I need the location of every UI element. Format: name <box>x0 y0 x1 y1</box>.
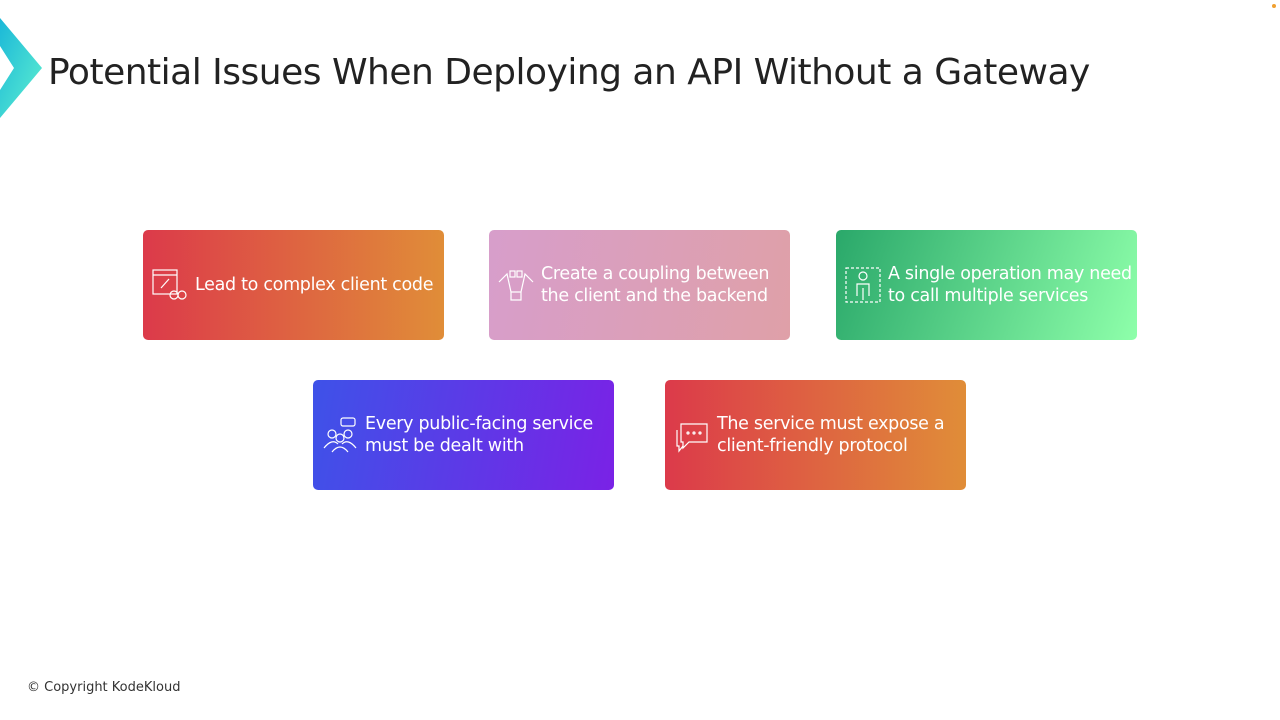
kodekloud-logo-icon <box>0 18 42 118</box>
code-gears-icon <box>152 269 187 300</box>
card-label: A single operation may need to call mult… <box>888 264 1132 306</box>
issue-card-public-services: Every public-facing service must be deal… <box>313 380 614 490</box>
card-label: Create a coupling between the client and… <box>541 264 770 306</box>
indicator-dot <box>1272 4 1276 8</box>
issue-card-complex-client-code: Lead to complex client code <box>143 230 444 340</box>
card-label: Lead to complex client code <box>195 275 434 295</box>
page-title: Potential Issues When Deploying an API W… <box>48 52 1090 93</box>
copyright-footer: © Copyright KodeKloud <box>27 680 181 695</box>
plug-coupling-icon <box>498 270 534 301</box>
issue-card-client-friendly-protocol: The service must expose a client-friendl… <box>665 380 966 490</box>
person-services-icon <box>845 267 881 303</box>
issue-card-coupling: Create a coupling between the client and… <box>489 230 790 340</box>
users-chat-icon <box>323 417 357 453</box>
issue-card-multiple-services: A single operation may need to call mult… <box>836 230 1137 340</box>
chat-bubbles-icon <box>676 423 708 453</box>
card-label: The service must expose a client-friendl… <box>717 414 945 456</box>
card-label: Every public-facing service must be deal… <box>365 414 593 456</box>
